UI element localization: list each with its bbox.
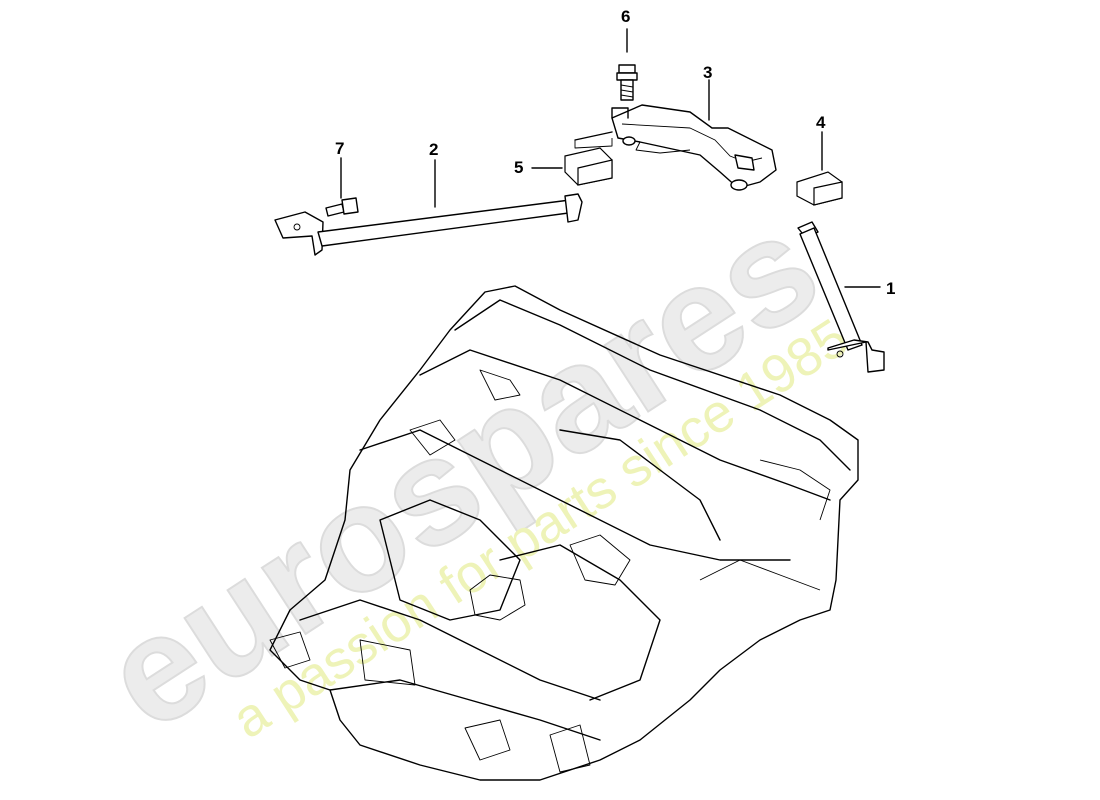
strut-part-1[interactable] [797,221,885,373]
callout-6[interactable]: 6 [621,7,630,26]
bolt-part-6[interactable] [616,28,638,101]
callout-4[interactable]: 4 [816,113,826,132]
front-body-structure [269,285,859,781]
bracket-part-3[interactable] [611,79,777,191]
callout-2[interactable]: 2 [429,140,438,159]
callout-1[interactable]: 1 [886,279,895,298]
bolt-part-7[interactable] [325,157,359,217]
mount-part-5[interactable] [531,131,613,186]
watermark-brand: eurospares [76,180,846,761]
callout-3[interactable]: 3 [703,63,712,82]
watermark: eurospares a passion for parts since 198… [75,179,859,762]
mount-part-4[interactable] [796,131,843,206]
callout-5[interactable]: 5 [514,158,523,177]
callout-labels: 1 2 3 4 5 6 7 [335,7,895,298]
strut-part-2[interactable] [274,159,583,256]
callout-7[interactable]: 7 [335,139,344,158]
